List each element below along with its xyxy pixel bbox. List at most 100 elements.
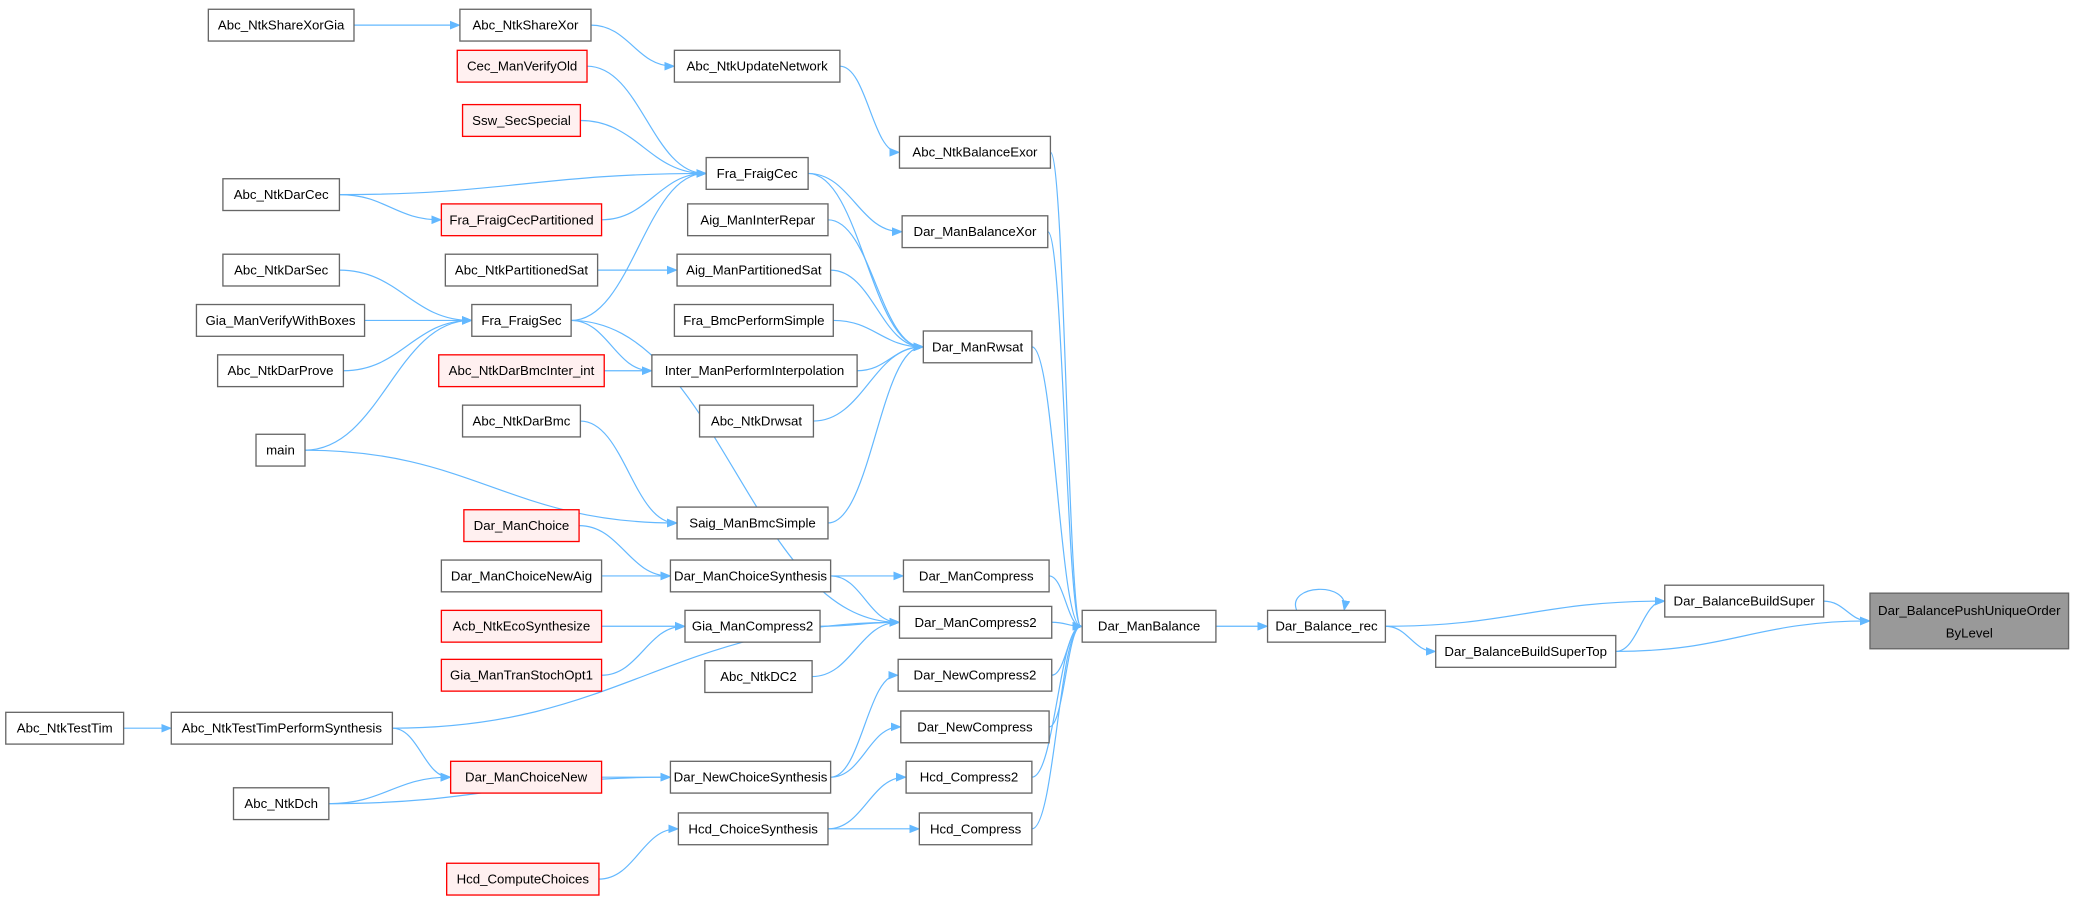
node-label: Abc_NtkDarCec (234, 187, 329, 202)
node-acbEco[interactable]: Acb_NtkEcoSynthesize (440, 609, 603, 643)
edge-main-to-saigBmcSimple (305, 449, 676, 523)
node-hcdCompress[interactable]: Hcd_Compress (918, 812, 1033, 846)
node-choiceSynth[interactable]: Dar_ManChoiceSynthesis (669, 559, 832, 593)
node-box (686, 203, 829, 237)
node-ntkDch[interactable]: Abc_NtkDch (232, 787, 330, 821)
node-ntkDarProve[interactable]: Abc_NtkDarProve (216, 354, 345, 388)
node-box (1266, 609, 1387, 643)
edge-ntkDarCec-to-fraigCec (339, 173, 704, 196)
node-label: Dar_BalanceBuildSuperTop (1444, 644, 1607, 659)
node-ntkPartSat[interactable]: Abc_NtkPartitionedSat (444, 253, 599, 287)
node-balanceExor[interactable]: Abc_NtkBalanceExor (898, 135, 1052, 169)
node-testTimPerf[interactable]: Abc_NtkTestTimPerformSynthesis (170, 711, 394, 745)
edge-newCompress-to-manBalance (1048, 626, 1081, 728)
node-box (5, 711, 125, 745)
node-ntkDarSec[interactable]: Abc_NtkDarSec (222, 253, 341, 287)
edge-fraigSec-to-fraigCec (571, 173, 705, 322)
node-shareXorGia[interactable]: Abc_NtkShareXorGia (207, 8, 355, 42)
node-balanceRec[interactable]: Dar_Balance_rec (1266, 609, 1387, 643)
node-tranStoch[interactable]: Gia_ManTranStochOpt1 (440, 658, 603, 692)
node-hcdCompress2[interactable]: Hcd_Compress2 (905, 760, 1033, 794)
node-label: Dar_ManChoiceNewAig (451, 568, 592, 583)
edge-newCompress2-to-manBalance (1051, 626, 1081, 676)
node-box (440, 559, 603, 593)
edge-fraigCec-to-manBalanceXor (808, 172, 901, 231)
node-newChoiceSynth[interactable]: Dar_NewChoiceSynthesis (669, 760, 832, 794)
node-box (901, 215, 1049, 249)
node-box (440, 609, 603, 643)
node-manCompress2[interactable]: Dar_ManCompress2 (898, 605, 1053, 639)
node-manBalanceXor[interactable]: Dar_ManBalanceXor (901, 215, 1049, 249)
edge-fraigSec-to-interPerf (571, 319, 650, 370)
node-label: Dar_ManChoice (474, 518, 570, 533)
node-box (704, 660, 813, 694)
node-label: Ssw_SecSpecial (472, 113, 571, 128)
node-bmcPerfSimple[interactable]: Fra_BmcPerformSimple (673, 303, 834, 337)
node-label: Dar_Balance_rec (1275, 619, 1378, 634)
node-ntkDrwsat[interactable]: Abc_NtkDrwsat (698, 404, 815, 438)
node-label: Dar_ManCompress (919, 568, 1034, 583)
node-label: Abc_NtkDarProve (228, 363, 334, 378)
node-newCompress[interactable]: Dar_NewCompress (900, 710, 1050, 744)
node-fraigSec[interactable]: Fra_FraigSec (471, 303, 572, 337)
node-label: Abc_NtkDrwsat (711, 414, 803, 429)
node-box (438, 354, 605, 388)
node-interRepar[interactable]: Aig_ManInterRepar (686, 203, 829, 237)
edge-hcdChoiceSynth-to-hcdCompress2 (827, 777, 905, 830)
edge-fraigCecPart-to-fraigCec (601, 173, 705, 221)
node-label: Abc_NtkDch (244, 796, 318, 811)
node-main[interactable]: main (255, 433, 306, 467)
node-bmcInterInt[interactable]: Abc_NtkDarBmcInter_int (438, 354, 605, 388)
node-cecVerifyOld[interactable]: Cec_ManVerifyOld (456, 49, 588, 83)
node-box (461, 404, 582, 438)
node-box (449, 760, 603, 794)
node-label: Abc_NtkShareXor (472, 18, 579, 33)
node-box (222, 253, 341, 287)
edge-main-to-fraigSec (304, 320, 471, 451)
node-aigPartSat[interactable]: Aig_ManPartitionedSat (676, 253, 832, 287)
node-label: Dar_ManRwsat (932, 339, 1024, 354)
node-ntkDarBmc[interactable]: Abc_NtkDarBmc (461, 404, 582, 438)
edge-hcdComputeChoices-to-hcdChoiceSynth (598, 829, 677, 880)
node-buildSuper[interactable]: Dar_BalanceBuildSuper (1664, 584, 1825, 618)
node-box (471, 303, 572, 337)
node-manCompress[interactable]: Dar_ManCompress (902, 559, 1050, 593)
node-fraigCecPart[interactable]: Fra_FraigCecPartitioned (440, 203, 603, 237)
node-hcdChoiceSynth[interactable]: Hcd_ChoiceSynthesis (677, 812, 829, 846)
node-shareXor[interactable]: Abc_NtkShareXor (459, 8, 592, 42)
node-box (897, 658, 1053, 692)
edge-manChoice-to-choiceSynth (579, 525, 669, 576)
node-label: Aig_ManPartitionedSat (686, 263, 822, 278)
node-buildSuperTop[interactable]: Dar_BalanceBuildSuperTop (1435, 634, 1617, 668)
node-updateNetwork[interactable]: Abc_NtkUpdateNetwork (673, 49, 841, 83)
node-fraigCec[interactable]: Fra_FraigCec (705, 156, 809, 190)
node-box (651, 354, 858, 388)
node-saigBmcSimple[interactable]: Saig_ManBmcSimple (676, 506, 829, 540)
node-hcdComputeChoices[interactable]: Hcd_ComputeChoices (446, 862, 600, 896)
node-box (440, 203, 603, 237)
edge-tranStoch-to-giaCompress2 (601, 626, 684, 676)
node-box (456, 49, 588, 83)
node-manChoice[interactable]: Dar_ManChoice (463, 509, 580, 543)
node-newCompress2[interactable]: Dar_NewCompress2 (897, 658, 1053, 692)
node-label: Hcd_ChoiceSynthesis (688, 821, 818, 836)
node-sswSecSpecial[interactable]: Ssw_SecSpecial (461, 103, 582, 138)
node-testTim[interactable]: Abc_NtkTestTim (5, 711, 125, 745)
node-ntkDC2[interactable]: Abc_NtkDC2 (704, 660, 813, 694)
node-ntkDarCec[interactable]: Abc_NtkDarCec (222, 178, 341, 212)
node-label: Abc_NtkShareXorGia (218, 18, 345, 33)
node-manRwsat[interactable]: Dar_ManRwsat (922, 330, 1033, 364)
node-interPerf[interactable]: Inter_ManPerformInterpolation (651, 354, 858, 388)
node-label: Abc_NtkPartitionedSat (455, 263, 588, 278)
node-giaCompress2[interactable]: Gia_ManCompress2 (684, 609, 821, 643)
edge-ntkDC2-to-manCompress2 (812, 622, 898, 678)
node-manBalance[interactable]: Dar_ManBalance (1081, 609, 1217, 643)
node-label: Dar_ManChoiceSynthesis (674, 568, 827, 583)
node-choiceNewAig[interactable]: Dar_ManChoiceNewAig (440, 559, 603, 593)
node-label: Fra_FraigCec (717, 166, 798, 181)
node-verifyBoxes[interactable]: Gia_ManVerifyWithBoxes (195, 303, 366, 337)
node-label: Abc_NtkDarBmcInter_int (449, 363, 595, 378)
edge-sswSecSpecial-to-fraigCec (580, 119, 704, 173)
node-choiceNew[interactable]: Dar_ManChoiceNew (449, 760, 603, 794)
